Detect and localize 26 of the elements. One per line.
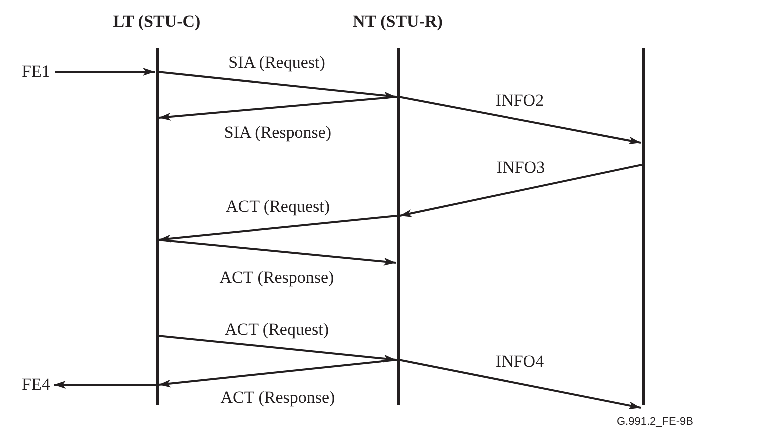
message-arrow	[54, 381, 156, 389]
signal-label: FE1	[22, 62, 50, 82]
lifeline	[642, 48, 645, 405]
message-arrow	[158, 359, 398, 388]
message-arrow	[158, 215, 398, 243]
edge-label: INFO4	[496, 352, 544, 372]
edge-label: ACT (Response)	[220, 388, 336, 408]
edge-label: SIA (Request)	[228, 52, 326, 72]
message-arrow	[400, 164, 642, 218]
lifeline-header: LT (STU-C)	[112, 12, 202, 32]
edge-label: ACT (Response)	[220, 268, 334, 288]
lifeline-header: NT (STU-R)	[352, 12, 444, 32]
message-arrow	[158, 96, 398, 121]
edge-label: ACT (Request)	[226, 197, 330, 217]
message-arrow	[55, 68, 155, 76]
message-arrow	[398, 96, 642, 145]
signal-label: FE4	[22, 375, 50, 395]
figure-id: G.991.2_FE-9B	[617, 416, 694, 428]
edge-label: INFO3	[496, 158, 546, 178]
message-arrow	[398, 359, 642, 410]
edge-label: ACT (Request)	[224, 320, 330, 340]
message-arrow	[158, 239, 396, 266]
edge-label: SIA (Response)	[224, 122, 332, 142]
message-arrow	[158, 71, 396, 100]
edge-label: INFO2	[496, 91, 544, 111]
message-arrow	[158, 335, 396, 363]
